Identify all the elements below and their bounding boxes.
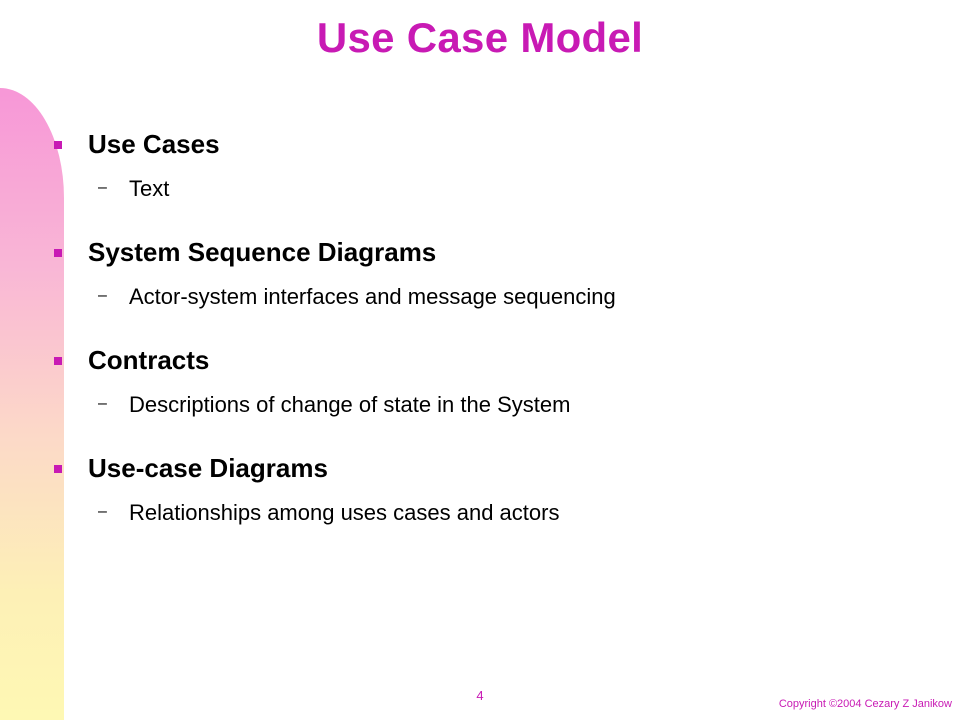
dash-bullet-icon: – [98, 395, 107, 412]
sub-bullet-item: – Relationships among uses cases and act… [48, 494, 928, 552]
square-bullet-icon [54, 249, 62, 257]
sub-bullet-label: Actor-system interfaces and message sequ… [129, 284, 616, 309]
bullet-list: Use Cases – Text System Sequence Diagram… [48, 120, 928, 552]
square-bullet-icon [54, 465, 62, 473]
sub-bullet-item: – Text [48, 170, 928, 228]
bullet-item-use-cases: Use Cases [48, 120, 928, 170]
bullet-item-system-sequence-diagrams: System Sequence Diagrams [48, 228, 928, 278]
square-bullet-icon [54, 141, 62, 149]
copyright-notice: Copyright ©2004 Cezary Z Janikow [778, 698, 952, 710]
bullet-label: Use Cases [88, 129, 220, 159]
sub-bullet-label: Relationships among uses cases and actor… [129, 500, 560, 525]
bullet-item-use-case-diagrams: Use-case Diagrams [48, 444, 928, 494]
bullet-item-contracts: Contracts [48, 336, 928, 386]
bullet-label: Use-case Diagrams [88, 453, 328, 483]
bullet-label: Contracts [88, 345, 210, 375]
dash-bullet-icon: – [98, 503, 107, 520]
slide-title: Use Case Model [316, 14, 644, 61]
sub-bullet-item: – Descriptions of change of state in the… [48, 386, 928, 444]
dash-bullet-icon: – [98, 287, 107, 304]
square-bullet-icon [54, 357, 62, 365]
page-number: 4 [476, 688, 484, 703]
sub-bullet-label: Text [129, 176, 170, 201]
decorative-gradient-band [0, 88, 64, 720]
dash-bullet-icon: – [98, 179, 107, 196]
bullet-label: System Sequence Diagrams [88, 237, 437, 267]
sub-bullet-label: Descriptions of change of state in the S… [129, 392, 571, 417]
sub-bullet-item: – Actor-system interfaces and message se… [48, 278, 928, 336]
